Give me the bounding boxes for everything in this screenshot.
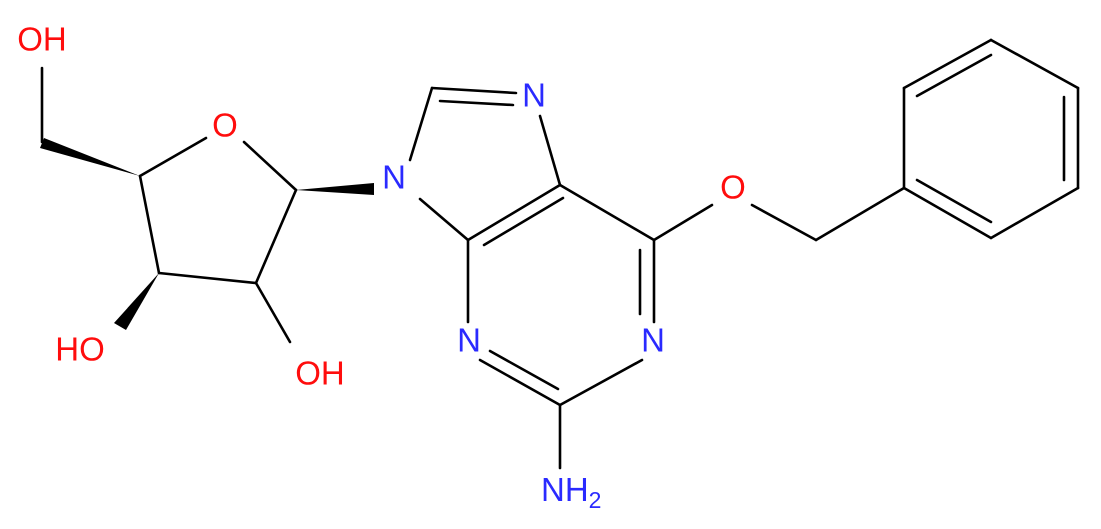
bond-ph-1-double bbox=[915, 53, 993, 98]
label-n9: N bbox=[382, 159, 406, 196]
bond-c8-n7-double bbox=[438, 99, 515, 107]
wedge-c4-c5 bbox=[40, 138, 140, 176]
bond-ch2-ph bbox=[814, 186, 906, 242]
label-oh-2prime: OH bbox=[295, 355, 345, 392]
bond-ph-5-double bbox=[915, 178, 993, 224]
bond-ph-6 bbox=[902, 186, 993, 240]
bonds bbox=[40, 38, 1080, 470]
bond-c2-n3 bbox=[478, 358, 562, 407]
bond-ph-5 bbox=[989, 186, 1080, 240]
bond-ph-2 bbox=[902, 38, 993, 90]
bond-c2-n3-double bbox=[488, 349, 560, 391]
label-n7: N bbox=[522, 77, 546, 114]
bond-n1-c2 bbox=[558, 358, 644, 407]
label-n3: N bbox=[457, 322, 481, 359]
label-amine: NH2 bbox=[541, 471, 601, 513]
label-n1: N bbox=[641, 322, 665, 359]
bond-c8-n7 bbox=[430, 86, 518, 95]
atom-labels: OH O N N O N N HO OH NH2 bbox=[17, 21, 746, 513]
label-ring-oxygen: O bbox=[212, 107, 238, 144]
label-ether-oxygen: O bbox=[720, 169, 746, 206]
bond-c2-c3 bbox=[157, 271, 258, 285]
bond-ph-3 bbox=[989, 38, 1080, 90]
wedge-c3-oh bbox=[114, 273, 159, 330]
label-amine-main: NH bbox=[541, 471, 589, 508]
bond-n9-c4 bbox=[418, 197, 470, 242]
wedge-c1-n9 bbox=[296, 183, 374, 195]
label-ho-3prime: HO bbox=[55, 331, 105, 368]
bond-n7-c5 bbox=[538, 114, 562, 187]
bond-o-ch2 bbox=[750, 203, 818, 242]
bond-c2-oh bbox=[254, 281, 292, 344]
bond-c4-o4 bbox=[138, 136, 208, 178]
bond-o4-c1 bbox=[242, 140, 298, 192]
bond-c4-c5-double bbox=[482, 196, 565, 247]
bond-c1-c2 bbox=[254, 188, 298, 285]
bond-c6-o bbox=[652, 203, 714, 242]
bond-c3-c4 bbox=[138, 174, 161, 275]
bond-c5-c6 bbox=[558, 183, 656, 242]
bond-c4-c5 bbox=[466, 183, 562, 242]
bond-n9-c8 bbox=[408, 86, 434, 162]
label-amine-subscript: 2 bbox=[589, 487, 602, 513]
label-oh-5prime: OH bbox=[17, 21, 67, 58]
